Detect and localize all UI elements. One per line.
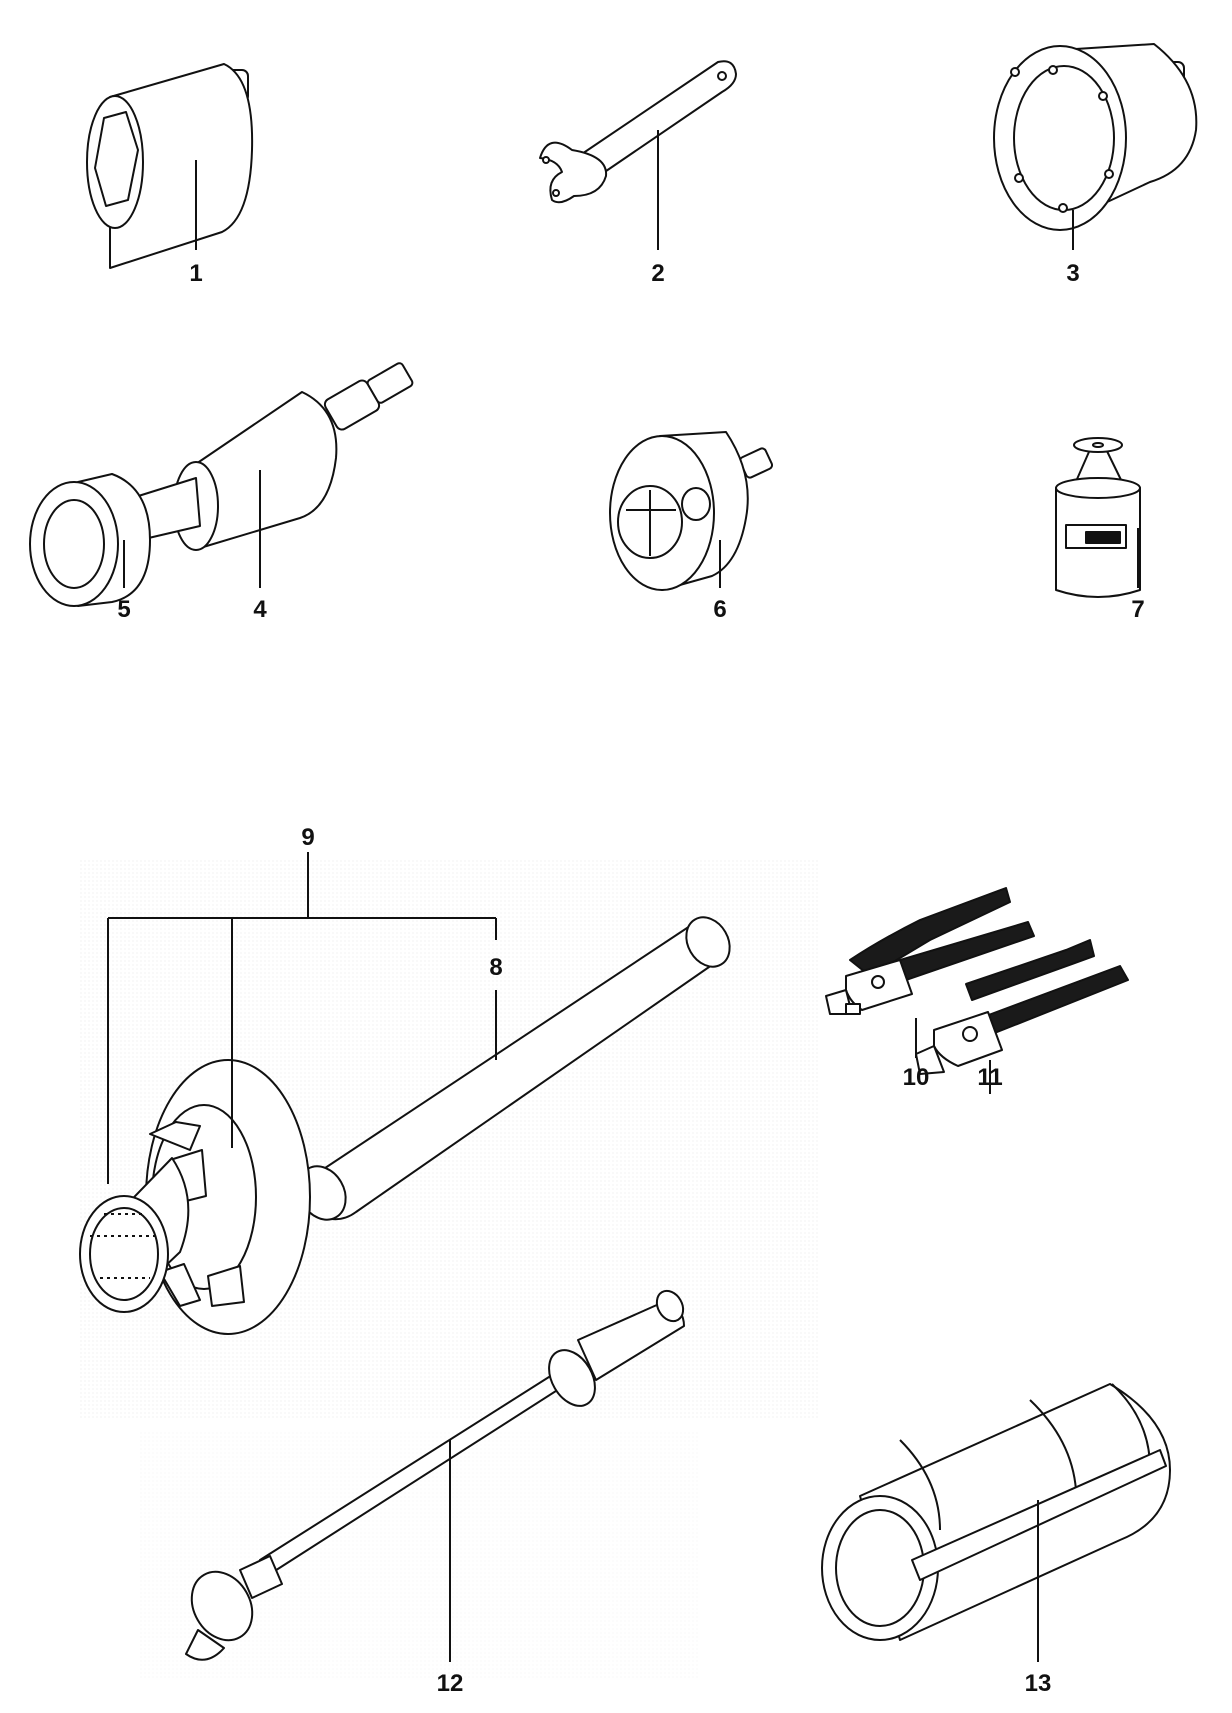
bushing-adapter-icon (29, 473, 151, 607)
callout-10: 10 (902, 1064, 930, 1091)
callout-12: 12 (436, 1670, 464, 1697)
callout-3: 3 (1066, 260, 1080, 287)
callout-11: 11 (977, 1064, 1003, 1091)
callout-8: 8 (489, 954, 503, 981)
hex-socket-icon (86, 63, 254, 269)
clamp-pliers-icon (825, 887, 1035, 1015)
installer-drift-icon (185, 1289, 685, 1661)
callout-13: 13 (1024, 1670, 1052, 1697)
leader-lines (107, 130, 1139, 1662)
split-sleeve-icon (821, 1383, 1171, 1641)
callout-4: 4 (253, 596, 267, 623)
callout-1: 1 (189, 260, 203, 287)
puller-body-icon (125, 362, 414, 551)
callout-2: 2 (651, 260, 665, 287)
pin-socket-tool-icon (993, 43, 1198, 231)
pin-spanner-wrench-icon (539, 60, 737, 204)
callout-6: 6 (713, 596, 727, 623)
clamp-pliers-icon (915, 939, 1129, 1075)
callout-5: 5 (117, 596, 131, 623)
callout-7: 7 (1131, 596, 1145, 623)
slotted-adapter-icon (1055, 437, 1141, 598)
callout-9: 9 (301, 824, 315, 851)
flange-holder-assembly-icon (79, 1059, 311, 1335)
bearing-puller-icon (609, 431, 774, 591)
